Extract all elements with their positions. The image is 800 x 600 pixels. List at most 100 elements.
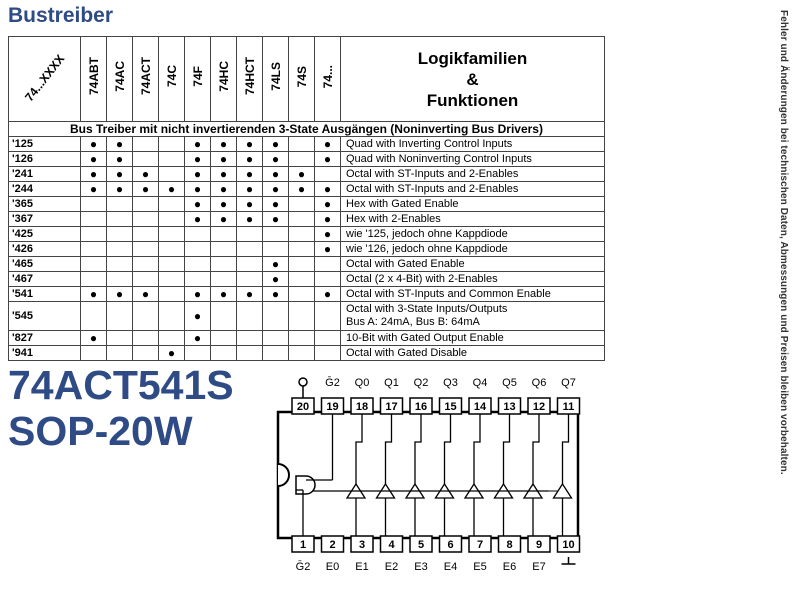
bullet-mark: ●: [115, 151, 124, 166]
output-trace: [384, 414, 393, 484]
function-text-2: Bus A: 24mA, Bus B: 64mA: [346, 316, 480, 328]
pin-number: 12: [533, 401, 545, 413]
part-cell: '126: [8, 151, 81, 167]
availability-cell: ●: [210, 181, 237, 197]
part-cell: '125: [8, 136, 81, 152]
availability-cell: [288, 301, 315, 331]
availability-cell: [80, 196, 107, 212]
availability-cell: [158, 271, 185, 287]
availability-cell: [184, 345, 211, 361]
function-text: Quad with Noninverting Control Inputs: [346, 152, 532, 165]
availability-cell: [158, 301, 185, 331]
bullet-mark: ●: [141, 166, 150, 181]
availability-cell: ●: [314, 151, 341, 167]
table-row: '367●●●●●Hex with 2-Enables: [8, 211, 605, 227]
pin-number: 8: [506, 539, 512, 551]
top-pin-label: Q6: [532, 377, 547, 389]
availability-cell: [314, 256, 341, 272]
availability-cell: [158, 151, 185, 167]
bullet-mark: ●: [271, 256, 280, 271]
bullet-mark: ●: [297, 166, 306, 181]
bullet-mark: ●: [115, 286, 124, 301]
pin-number: 20: [297, 401, 309, 413]
availability-cell: [236, 226, 263, 242]
function-text: Octal with Gated Enable: [346, 257, 465, 270]
pin-number: 16: [415, 401, 427, 413]
availability-cell: [314, 301, 341, 331]
availability-cell: [80, 241, 107, 257]
bullet-mark: ●: [323, 136, 332, 151]
function-cell: Octal with ST-Inputs and 2-Enables: [340, 181, 605, 197]
availability-cell: [158, 136, 185, 152]
bullet-mark: ●: [219, 181, 228, 196]
availability-cell: ●: [262, 256, 289, 272]
bullet-mark: ●: [167, 345, 176, 360]
function-text: Hex with Gated Enable: [346, 197, 459, 210]
table-row: '467●Octal (2 x 4-Bit) with 2-Enables: [8, 271, 605, 287]
availability-cell: ●: [314, 181, 341, 197]
availability-cell: [288, 256, 315, 272]
page-title: Bustreiber: [8, 4, 114, 27]
availability-cell: [132, 330, 159, 346]
pin-number: 17: [385, 401, 397, 413]
availability-cell: ●: [184, 330, 211, 346]
function-cell: wie '126, jedoch ohne Kappdiode: [340, 241, 605, 257]
family-label: 74...: [320, 64, 335, 89]
pin-number: 4: [388, 539, 395, 551]
availability-cell: [184, 256, 211, 272]
bullet-mark: ●: [323, 286, 332, 301]
availability-cell: ●: [80, 330, 107, 346]
family-label: 74C: [164, 65, 179, 88]
availability-cell: ●: [236, 286, 263, 302]
function-text: Octal (2 x 4-Bit) with 2-Enables: [346, 272, 498, 285]
header-line-3: Funktionen: [426, 90, 519, 110]
top-pin-label: Q2: [414, 377, 429, 389]
availability-cell: ●: [106, 151, 133, 167]
availability-cell: ●: [184, 136, 211, 152]
table-row: '126●●●●●●●Quad with Noninverting Contro…: [8, 151, 605, 167]
table-row: '365●●●●●Hex with Gated Enable: [8, 196, 605, 212]
family-col-header: 74ACT: [132, 36, 159, 122]
top-pin-label: Q0: [355, 377, 370, 389]
bullet-mark: ●: [115, 181, 124, 196]
pin-number: 18: [356, 401, 368, 413]
bottom-pin-label: Ḡ2: [296, 561, 311, 573]
function-text: Octal with ST-Inputs and Common Enable: [346, 287, 551, 300]
family-col-header: 74C: [158, 36, 185, 122]
availability-cell: ●: [106, 286, 133, 302]
table-row: '827●●10-Bit with Gated Output Enable: [8, 330, 605, 346]
family-label: 74LS: [268, 62, 283, 91]
bullet-mark: ●: [193, 181, 202, 196]
table-row: '941●Octal with Gated Disable: [8, 345, 605, 361]
availability-cell: ●: [262, 286, 289, 302]
availability-cell: ●: [132, 166, 159, 182]
bottom-pin-label: E7: [532, 561, 545, 573]
part-cell: '426: [8, 241, 81, 257]
function-text: Hex with 2-Enables: [346, 212, 441, 225]
bullet-mark: ●: [323, 241, 332, 256]
availability-cell: [262, 241, 289, 257]
top-pin-label: Q5: [502, 377, 517, 389]
availability-cell: [132, 271, 159, 287]
part-cell: '827: [8, 330, 81, 346]
family-header: Logikfamilien & Funktionen: [340, 36, 605, 122]
header-line-1: Logikfamilien: [417, 48, 528, 68]
bullet-mark: ●: [115, 166, 124, 181]
bullet-mark: ●: [219, 136, 228, 151]
bullet-mark: ●: [219, 151, 228, 166]
availability-cell: [210, 226, 237, 242]
pin-number: 15: [444, 401, 456, 413]
part-cell: '465: [8, 256, 81, 272]
availability-cell: [132, 136, 159, 152]
bullet-mark: ●: [245, 196, 254, 211]
availability-cell: [158, 241, 185, 257]
availability-cell: [80, 226, 107, 242]
family-label: 74ABT: [86, 57, 101, 96]
availability-cell: [132, 241, 159, 257]
pin-box: [320, 535, 345, 553]
bullet-mark: ●: [245, 181, 254, 196]
family-label: 74HCT: [242, 57, 257, 96]
availability-cell: [106, 256, 133, 272]
availability-cell: [158, 211, 185, 227]
